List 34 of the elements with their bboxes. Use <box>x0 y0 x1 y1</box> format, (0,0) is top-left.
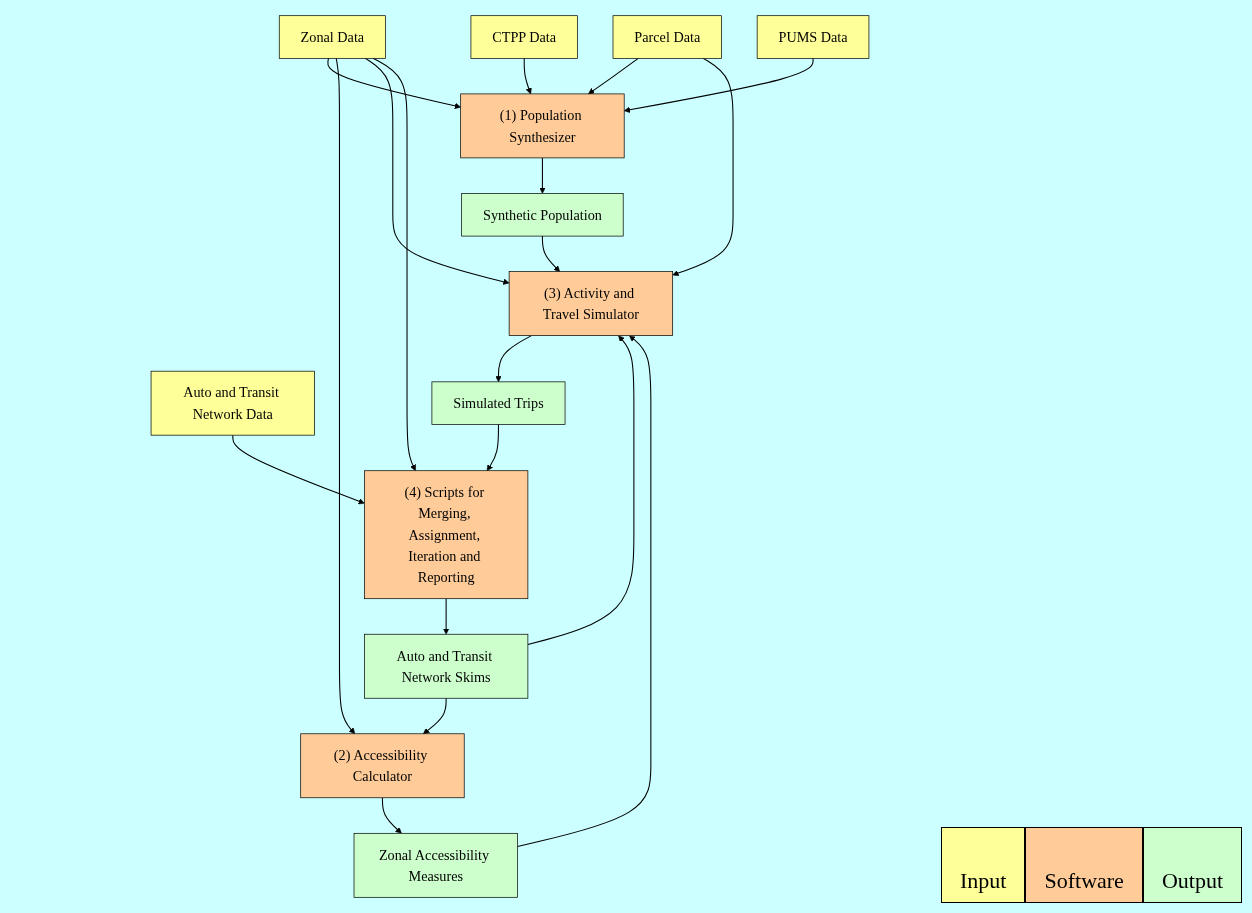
arrow <box>364 57 510 285</box>
arrow <box>523 57 532 95</box>
arrow <box>335 57 356 735</box>
node-box: (1) Population Synthesizer <box>460 93 625 159</box>
arrow <box>672 57 734 277</box>
arrow <box>517 335 652 847</box>
arrow <box>443 598 450 635</box>
legend-item: Software <box>1025 827 1143 903</box>
arrow <box>327 57 461 109</box>
arrow <box>527 335 635 646</box>
node-box: Zonal Accessibility Measures <box>353 832 518 898</box>
node-box: Auto and Transit Network Skims <box>364 633 529 699</box>
arrow <box>423 697 447 735</box>
node-box: Auto and Transit Network Data <box>150 370 315 436</box>
arrow <box>588 57 639 95</box>
legend-item: Output <box>1142 827 1242 903</box>
node-box: Parcel Data <box>612 15 722 59</box>
arrow <box>623 57 814 113</box>
node-box: Synthetic Population <box>461 193 624 237</box>
legend-item: Input <box>941 827 1026 903</box>
arrow <box>539 157 546 194</box>
node-box: PUMS Data <box>756 15 870 59</box>
node-box: (4) Scripts for Merging, Assignment, Iteration and Reporting <box>364 470 529 600</box>
arrow <box>372 57 416 471</box>
node-box: Simulated Trips <box>431 381 566 425</box>
arrow <box>232 434 365 505</box>
arrow <box>381 797 402 834</box>
node-box: (2) Accessibility Calculator <box>300 733 465 799</box>
node-box: (3) Activity and Travel Simulator <box>508 271 673 336</box>
arrow <box>495 335 532 383</box>
arrow <box>541 235 560 272</box>
node-box: CTPP Data <box>470 15 578 59</box>
node-box: Zonal Data <box>278 15 386 59</box>
arrow <box>486 423 499 471</box>
